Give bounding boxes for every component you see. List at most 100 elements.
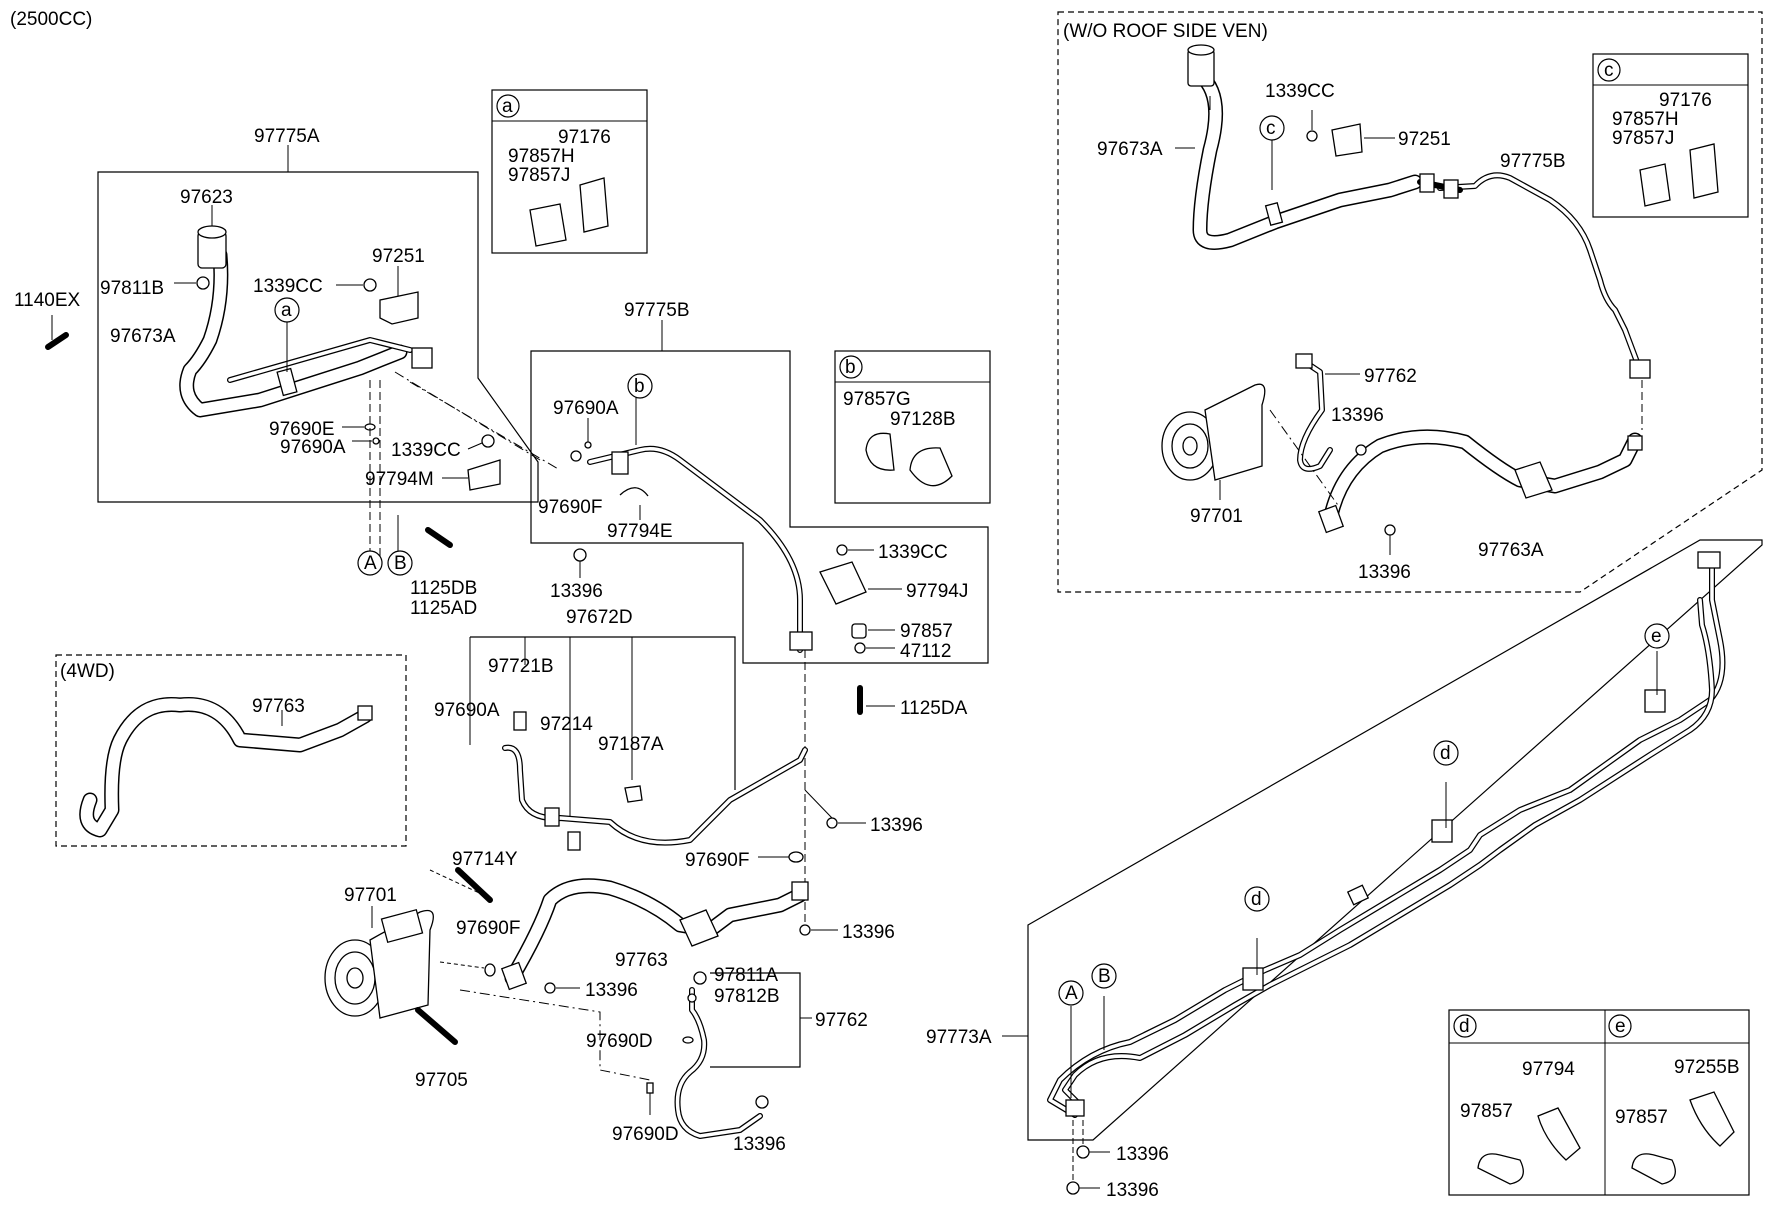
callout: 97690F xyxy=(538,497,602,518)
ref-marker-d-1: d xyxy=(1251,889,1262,910)
callout: 97763 xyxy=(252,696,305,717)
bracket-97251 xyxy=(379,266,419,325)
inset-label: 97128B xyxy=(890,409,956,430)
receiver-drier-97623 xyxy=(197,205,227,269)
callout: 97673A xyxy=(110,326,176,347)
grommet-97857 xyxy=(851,623,895,639)
variant-label: (2500CC) xyxy=(10,9,92,30)
nut-13396-lower xyxy=(799,924,838,936)
callout: 97690F xyxy=(685,850,749,871)
clip-97794e xyxy=(619,487,649,520)
callout: 1125DB xyxy=(410,578,477,599)
ref-marker-B-left: B xyxy=(394,553,407,574)
callouts: 97775A 97623 1140EX 97811B 97251 1339CC … xyxy=(14,81,1566,1201)
nut-13396-97762 xyxy=(755,1095,769,1109)
inset-label: 97857J xyxy=(1612,128,1674,149)
callout: 97690D xyxy=(586,1031,653,1052)
callout: 97794M xyxy=(365,469,434,490)
ref-marker-e: e xyxy=(1651,626,1662,647)
nut-1339cc-mid xyxy=(467,434,495,450)
fitting-97690e xyxy=(342,380,376,560)
callout: 13396 xyxy=(1358,562,1411,583)
compressor-97701-right xyxy=(1161,383,1266,500)
oring-97690f-comp xyxy=(439,961,496,977)
inset-label: 97857H xyxy=(508,146,575,167)
liquid-line-frame-97672d xyxy=(469,636,736,820)
callout: 97705 xyxy=(415,1070,468,1091)
inset-d-e xyxy=(1448,1009,1750,1196)
ref-marker-B-right: B xyxy=(1098,966,1111,987)
callout: 97701 xyxy=(344,885,397,906)
callout: 97775A xyxy=(254,126,320,147)
callout: 97214 xyxy=(540,714,593,735)
callout: 97690A xyxy=(553,398,619,419)
fitting-97690f-right xyxy=(758,851,804,863)
callout: 1339CC xyxy=(391,440,461,461)
bracket-97251-right xyxy=(1331,123,1395,157)
compressor-97701 xyxy=(324,906,434,1019)
ref-marker-A-left: A xyxy=(364,553,377,574)
bolt-97714y xyxy=(429,867,493,903)
callout: 97775B xyxy=(1500,151,1566,172)
assembly-frame-97775b-center xyxy=(530,320,989,664)
inset-label: 97794 xyxy=(1522,1059,1575,1080)
assembly-frame-97775a xyxy=(97,145,539,503)
callout: 97690A xyxy=(280,437,346,458)
ref-marker-b: b xyxy=(634,376,645,397)
bracket-97794m xyxy=(442,459,501,491)
hose-97762-right xyxy=(1295,353,1360,472)
callout: 97251 xyxy=(1398,129,1451,150)
bolt-97705 xyxy=(415,1007,458,1045)
callout: 47112 xyxy=(900,641,951,662)
suction-hose-97673a-right xyxy=(1175,44,1423,250)
inset-b xyxy=(834,350,991,504)
callout: 97251 xyxy=(372,246,425,267)
callout: 97775B xyxy=(624,300,690,321)
callout: 97762 xyxy=(1364,366,1417,387)
inset-a xyxy=(491,89,648,254)
callout: 97690A xyxy=(434,700,500,721)
fittings-97690-center xyxy=(570,390,637,462)
box-title: (W/O ROOF SIDE VEN) xyxy=(1063,21,1268,42)
inset-label: 97857J xyxy=(508,165,570,186)
callout: 97812B xyxy=(714,986,780,1007)
ref-marker-d-2: d xyxy=(1440,743,1451,764)
callout: 97721B xyxy=(488,656,554,677)
callout: 1140EX xyxy=(14,290,81,311)
bolt-1140ex xyxy=(45,315,69,350)
long-pipes-97773a xyxy=(1047,551,1726,1118)
ref-marker-a: a xyxy=(281,300,292,321)
inset-tag: e xyxy=(1615,1016,1626,1037)
valve-97721b xyxy=(513,711,527,731)
callout: 97794E xyxy=(607,521,673,542)
callout: 13396 xyxy=(1106,1180,1159,1201)
inset-tag: d xyxy=(1459,1016,1470,1037)
inset-tag: b xyxy=(845,357,856,378)
liquid-pipe-97672d xyxy=(502,744,808,851)
callout: 97623 xyxy=(180,187,233,208)
callout: 97762 xyxy=(815,1010,868,1031)
nut-1339cc-right xyxy=(836,544,874,556)
bracket-97794j xyxy=(819,561,902,605)
box-title: (4WD) xyxy=(60,661,115,682)
callout: 97187A xyxy=(598,734,664,755)
inset-label: 97255B xyxy=(1674,1057,1740,1078)
discharge-pipe-97775b xyxy=(587,445,813,653)
callout: 13396 xyxy=(1116,1144,1169,1165)
ref-marker-A-right: A xyxy=(1065,983,1078,1004)
nut-13396-center xyxy=(573,548,587,578)
callout: 13396 xyxy=(585,980,638,1001)
assembly-frame-97773a xyxy=(1002,539,1763,1141)
inset-label: 97857 xyxy=(1460,1101,1513,1122)
sensor-97811b xyxy=(174,276,210,290)
callout: 13396 xyxy=(733,1134,786,1155)
inset-label: 97857H xyxy=(1612,109,1679,130)
callout: 97690F xyxy=(456,918,520,939)
callout: 1339CC xyxy=(253,276,323,297)
callout: 97811B xyxy=(100,278,164,299)
callout: 97690D xyxy=(612,1124,679,1145)
inset-tag: a xyxy=(502,96,513,117)
hose-97762 xyxy=(674,971,763,1139)
nut-1339cc-right-box xyxy=(1306,110,1318,142)
callout: 13396 xyxy=(550,581,603,602)
